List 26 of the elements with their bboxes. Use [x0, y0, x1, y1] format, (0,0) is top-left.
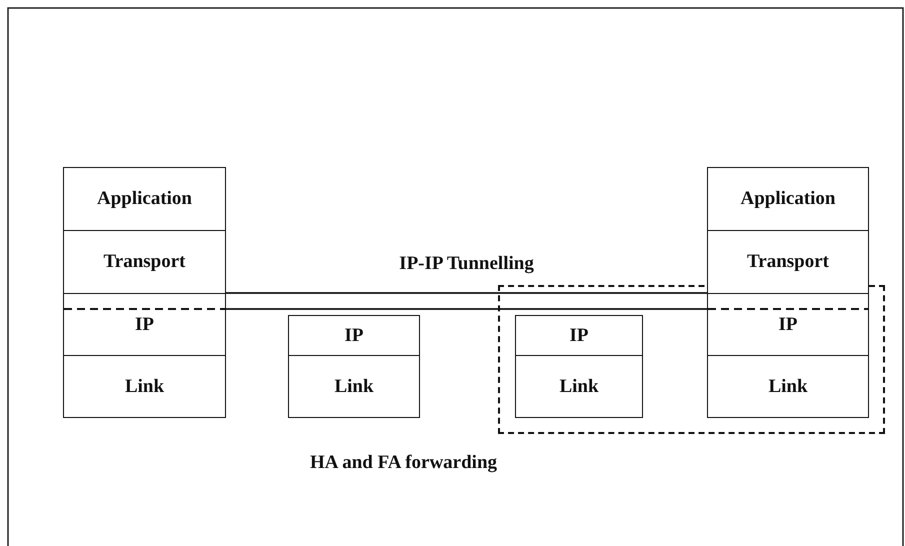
layer-label: IP: [570, 324, 588, 346]
layer-box: [707, 355, 869, 418]
layer-label: Application: [740, 188, 836, 210]
layer-label: Link: [334, 376, 374, 398]
layer-box: [515, 355, 643, 418]
layer-box: [63, 230, 226, 294]
layer-label: Link: [768, 376, 808, 398]
layer-label: Transport: [104, 251, 186, 273]
layer-label: IP: [778, 314, 798, 336]
layer-label: Link: [559, 376, 599, 398]
layer-box: [63, 293, 226, 356]
layer-box: [63, 167, 226, 231]
layer-box: [707, 167, 869, 231]
layer-box: [515, 315, 643, 356]
layer-label: IP: [135, 314, 154, 336]
layer-label: IP: [344, 324, 364, 346]
tunnel-pipe: [225, 292, 708, 310]
layer-box: [63, 355, 226, 418]
region-title: HA and FA forwarding: [310, 452, 498, 474]
layer-box: [288, 315, 420, 356]
layer-label: Transport: [747, 251, 829, 273]
layer-label: Link: [124, 376, 164, 398]
layer-label: Application: [96, 188, 192, 210]
layer-box: [707, 230, 869, 294]
layer-box: [707, 293, 869, 356]
layer-box: [288, 355, 420, 418]
